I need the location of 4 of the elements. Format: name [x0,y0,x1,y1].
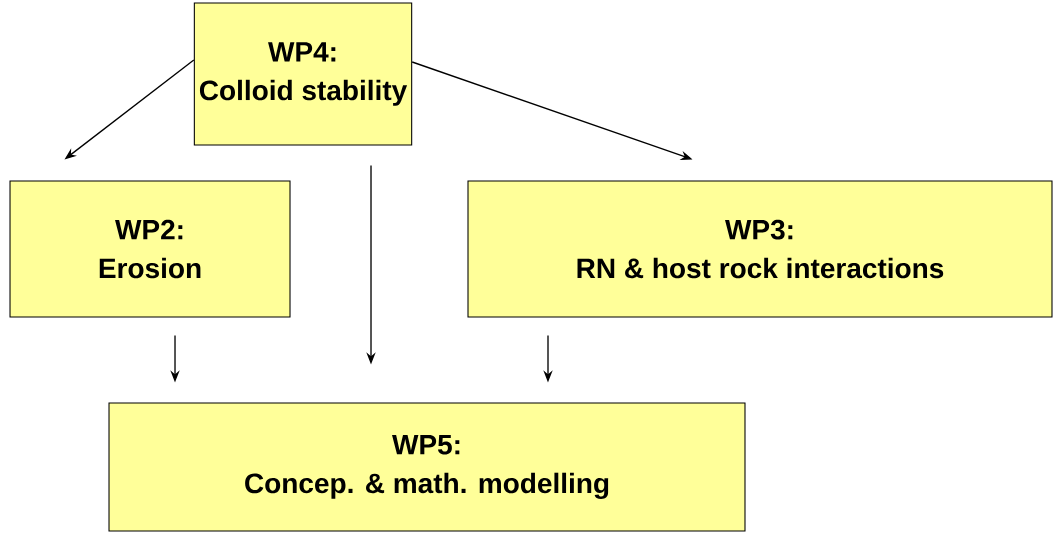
process-box: WP2: Erosion [9,180,291,318]
process-box: WP4: Colloid stability [193,2,413,146]
process-box: WP3: RN & host rock interactions [467,180,1053,318]
process-box: WP5: Concep. & math. modelling [108,402,746,532]
